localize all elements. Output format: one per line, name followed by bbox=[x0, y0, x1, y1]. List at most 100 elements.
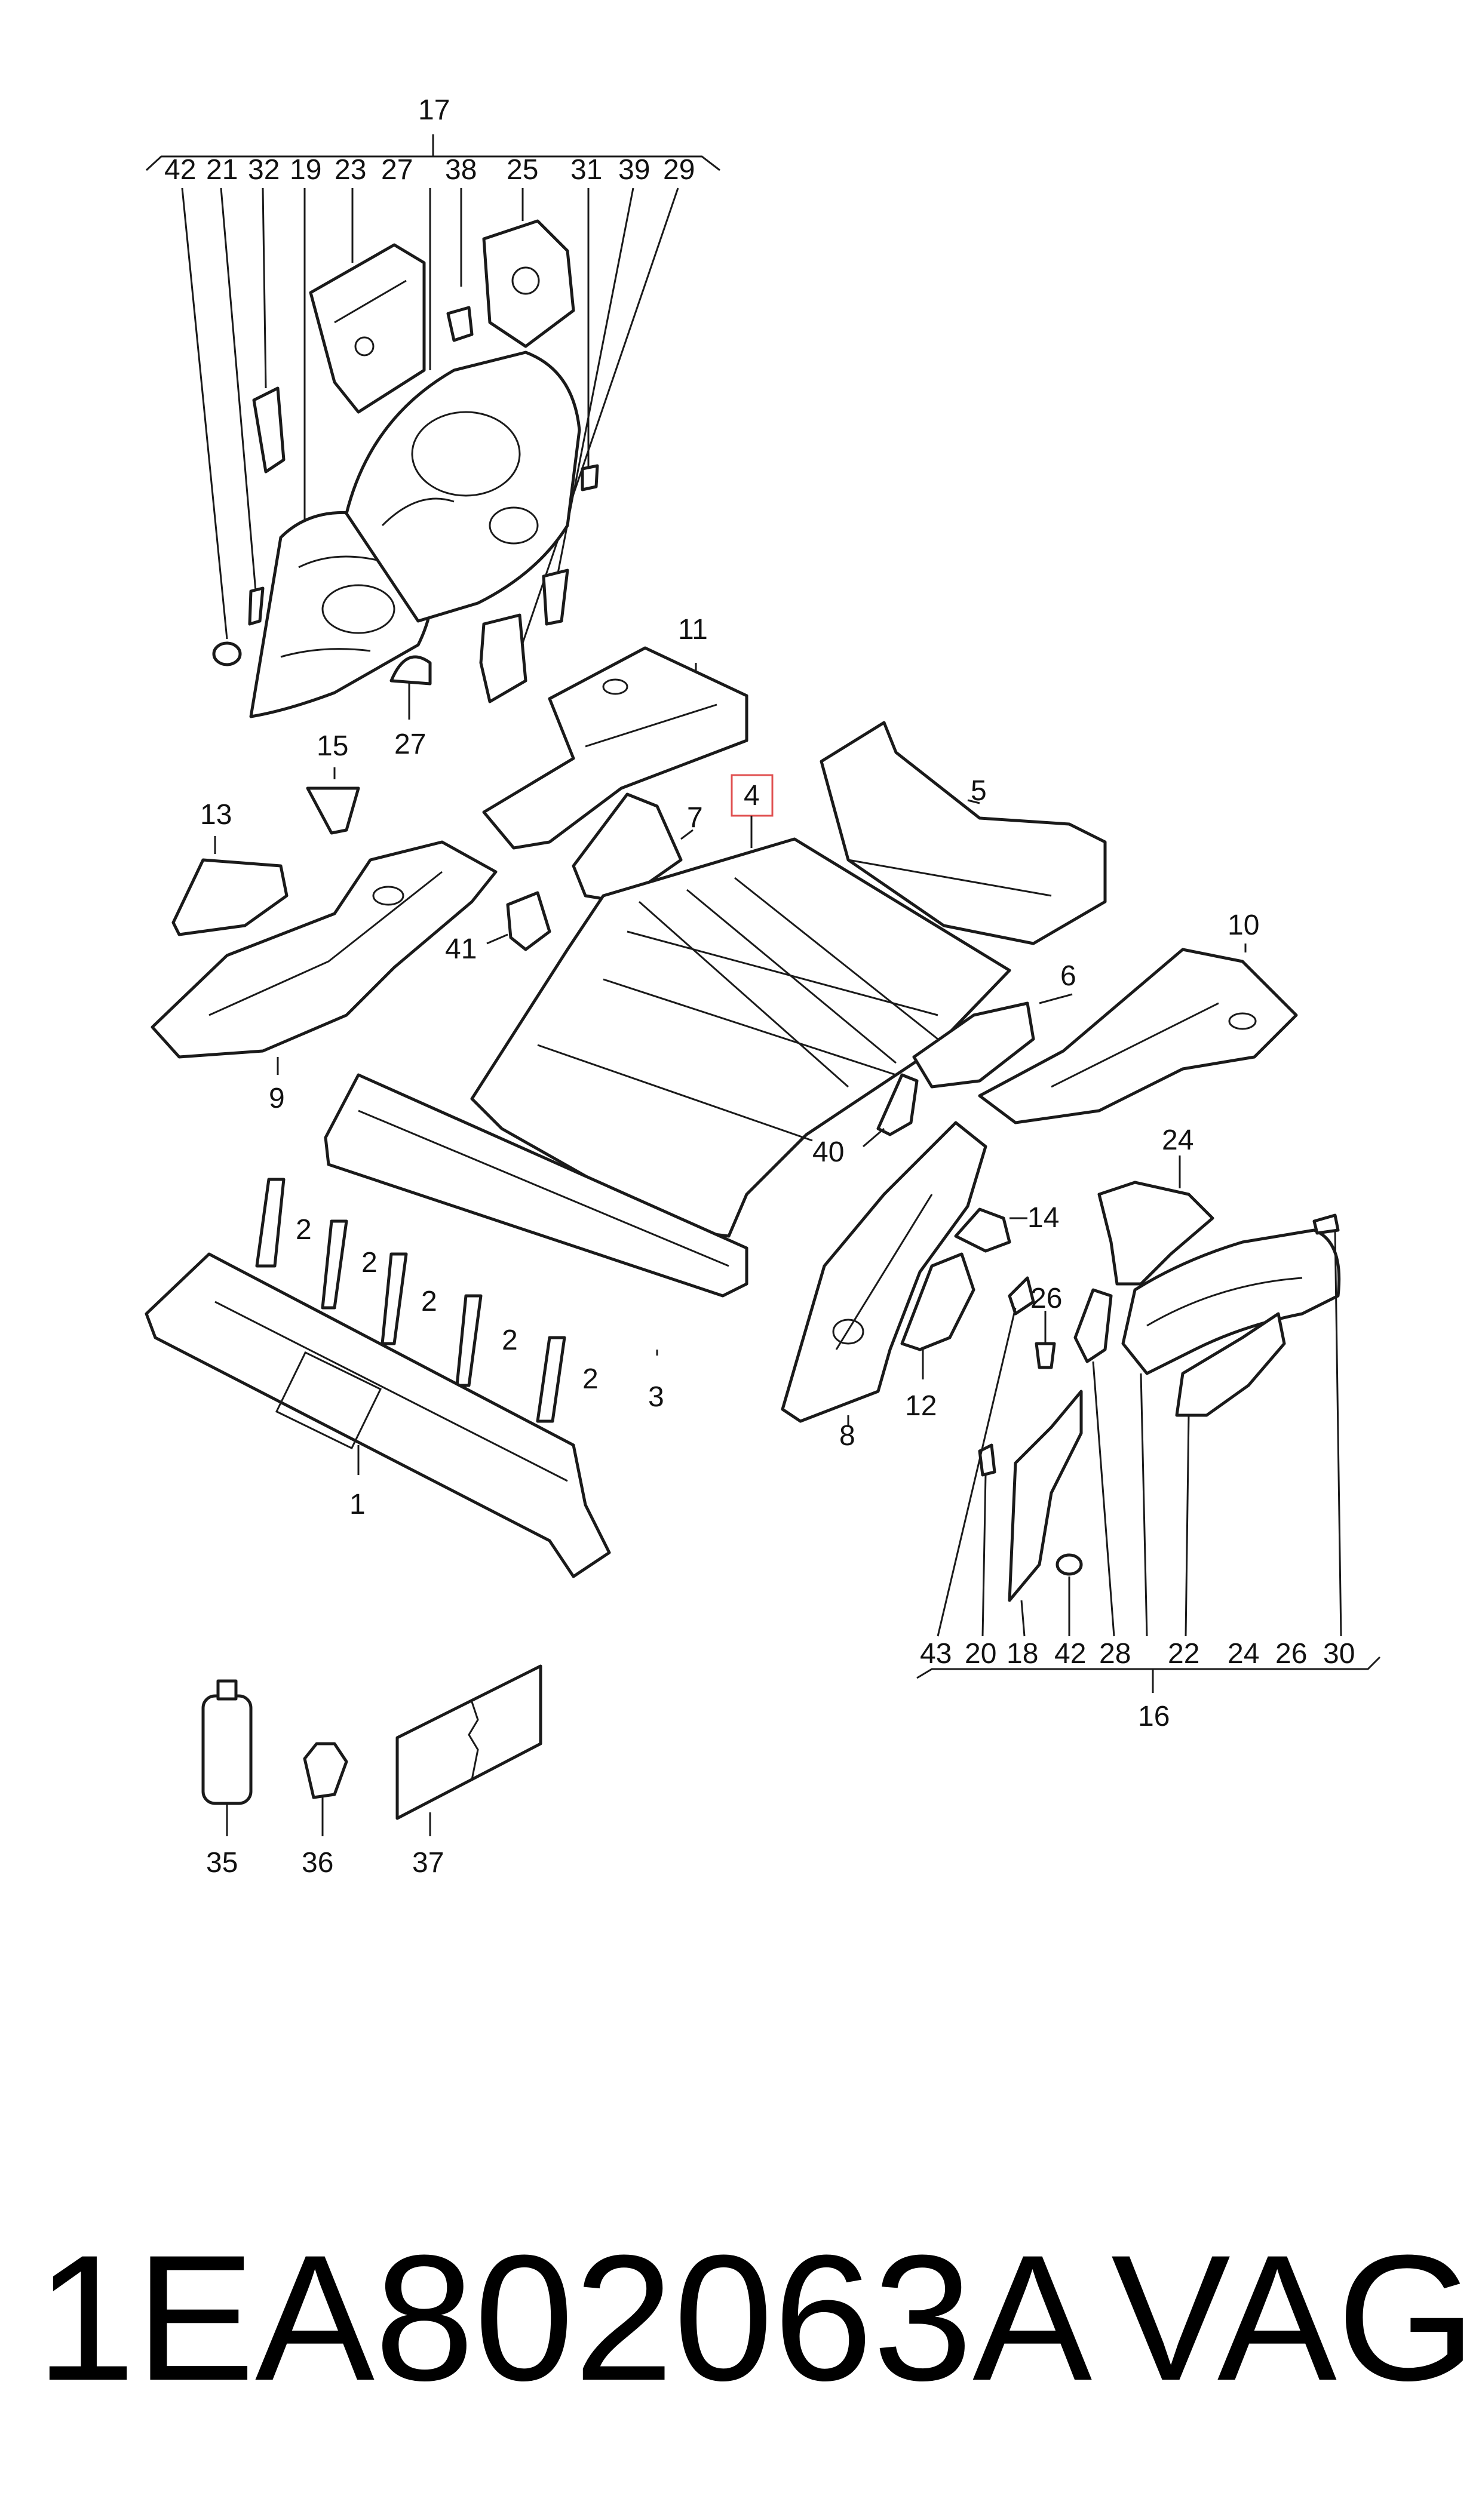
callout-32: 32 bbox=[248, 154, 280, 186]
callout-13: 13 bbox=[200, 799, 232, 831]
callout-42-top: 42 bbox=[164, 154, 196, 186]
callout-9: 9 bbox=[269, 1083, 285, 1114]
callout-4: 4 bbox=[744, 780, 760, 812]
top-callout-row: 42 21 32 19 23 27 38 25 31 39 29 bbox=[164, 154, 695, 186]
callout-31: 31 bbox=[570, 154, 602, 186]
part-clip-39 bbox=[542, 568, 569, 626]
part-bracket-20 bbox=[978, 1443, 996, 1477]
callout-6: 6 bbox=[1060, 960, 1076, 992]
part-grommet-42-top bbox=[212, 641, 242, 666]
part-4-rear-floor bbox=[470, 837, 1011, 1238]
callout-20: 20 bbox=[965, 1638, 996, 1670]
part-15 bbox=[306, 786, 360, 835]
callout-26-mid: 26 bbox=[1030, 1283, 1062, 1314]
part-10 bbox=[978, 948, 1298, 1124]
callout-43: 43 bbox=[920, 1638, 952, 1670]
part-clip-30 bbox=[1312, 1213, 1340, 1235]
callout-37: 37 bbox=[412, 1847, 444, 1879]
callout-38: 38 bbox=[445, 154, 477, 186]
callout-16: 16 bbox=[1138, 1701, 1170, 1732]
callout-41: 41 bbox=[445, 933, 477, 965]
part-bracket-28 bbox=[1073, 1288, 1113, 1363]
part-1 bbox=[145, 1252, 611, 1578]
callout-28: 28 bbox=[1099, 1638, 1131, 1670]
part-reinforcement-25 bbox=[482, 219, 575, 348]
callout-14: 14 bbox=[1027, 1202, 1059, 1234]
callout-18: 18 bbox=[1007, 1638, 1038, 1670]
callout-39: 39 bbox=[618, 154, 650, 186]
callout-27: 27 bbox=[381, 154, 413, 186]
part-9 bbox=[151, 840, 498, 1059]
group-bracket-17: 17 bbox=[145, 94, 720, 171]
callout-23: 23 bbox=[335, 154, 366, 186]
callout-42-bottom: 42 bbox=[1054, 1638, 1086, 1670]
part-bracket-32 bbox=[252, 386, 286, 474]
callout-2-b: 2 bbox=[361, 1247, 378, 1279]
callout-24-bottom: 24 bbox=[1228, 1638, 1259, 1670]
part-11 bbox=[482, 646, 748, 850]
part-2-b bbox=[321, 1219, 348, 1310]
callout-36: 36 bbox=[302, 1847, 333, 1879]
part-12 bbox=[900, 1252, 975, 1351]
part-clip-21 bbox=[248, 586, 265, 626]
callout-24-top: 24 bbox=[1162, 1124, 1193, 1156]
part-14 bbox=[954, 1207, 1011, 1253]
part-3 bbox=[324, 1073, 748, 1298]
callout-19: 19 bbox=[290, 154, 321, 186]
callout-2-c: 2 bbox=[421, 1286, 437, 1317]
callout-25: 25 bbox=[507, 154, 538, 186]
part-36-plug bbox=[303, 1742, 348, 1799]
callout-5: 5 bbox=[971, 775, 987, 807]
callout-2-e: 2 bbox=[582, 1363, 599, 1395]
callout-8: 8 bbox=[839, 1420, 855, 1452]
callout-26-bottom: 26 bbox=[1275, 1638, 1307, 1670]
callout-30: 30 bbox=[1323, 1638, 1355, 1670]
callout-35: 35 bbox=[206, 1847, 238, 1879]
part-6 bbox=[912, 1001, 1035, 1089]
brand-caption: VAG bbox=[1111, 2217, 1476, 2418]
part-26-screw bbox=[1035, 1342, 1056, 1369]
callout-29: 29 bbox=[663, 154, 695, 186]
callout-7: 7 bbox=[687, 802, 703, 834]
part-7 bbox=[572, 792, 683, 903]
bottom-callout-row: 43 20 18 42 28 22 24 26 30 bbox=[920, 1638, 1355, 1670]
part-35-sealant-can bbox=[201, 1679, 253, 1805]
callout-22: 22 bbox=[1168, 1638, 1199, 1670]
callout-27-lower: 27 bbox=[394, 729, 426, 760]
part-2-e bbox=[536, 1336, 566, 1423]
callout-1: 1 bbox=[349, 1489, 366, 1520]
part-cap-27 bbox=[389, 655, 432, 686]
callout-2-a: 2 bbox=[296, 1214, 312, 1246]
callout-21: 21 bbox=[206, 154, 238, 186]
part-wheelhouse-right bbox=[1121, 1228, 1341, 1417]
part-41 bbox=[506, 891, 551, 951]
part-number-caption: 1EA802063A bbox=[36, 2217, 1093, 2418]
part-clip-31 bbox=[581, 464, 599, 491]
callout-2-d: 2 bbox=[502, 1324, 518, 1356]
part-bracket-23 bbox=[309, 243, 426, 414]
callout-40: 40 bbox=[812, 1136, 844, 1168]
part-2-d bbox=[455, 1294, 483, 1387]
callout-17: 17 bbox=[418, 94, 450, 126]
callout-12: 12 bbox=[905, 1390, 937, 1422]
part-bracket-29 bbox=[479, 613, 527, 703]
part-grommet-42-bottom bbox=[1055, 1553, 1083, 1576]
part-40 bbox=[876, 1073, 919, 1136]
part-24 bbox=[1097, 1181, 1214, 1286]
part-18 bbox=[1008, 1390, 1083, 1602]
part-5 bbox=[820, 721, 1107, 945]
part-8 bbox=[781, 1121, 987, 1423]
part-bracket-43 bbox=[1008, 1276, 1035, 1316]
part-13 bbox=[171, 858, 289, 936]
callout-11: 11 bbox=[678, 614, 708, 646]
callout-10: 10 bbox=[1228, 909, 1259, 941]
bottom-leader-lines bbox=[937, 1230, 1342, 1637]
callout-15: 15 bbox=[317, 730, 348, 762]
part-2-c bbox=[381, 1252, 408, 1345]
group-bracket-16: 16 bbox=[916, 1656, 1381, 1732]
callout-3: 3 bbox=[648, 1381, 664, 1413]
part-37-damping-mat bbox=[395, 1664, 542, 1820]
part-2-a bbox=[255, 1178, 286, 1268]
part-wheelhouse-inner bbox=[345, 351, 581, 623]
